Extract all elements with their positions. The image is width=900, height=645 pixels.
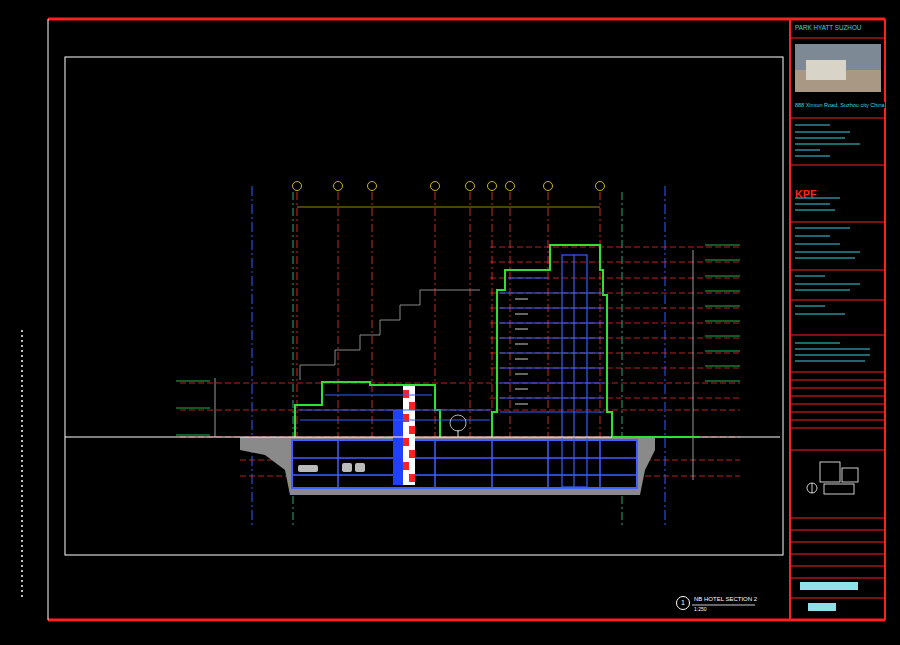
firm-logo-cell: KPF (793, 187, 882, 211)
section-callout: 1 (676, 596, 690, 610)
dimension-line (215, 378, 216, 437)
title-underline (692, 605, 755, 606)
drawing-frame (65, 57, 783, 555)
title-block-lines (790, 38, 885, 598)
node-heading: PARK HYATT SUZHOU (790, 19, 885, 32)
title-stamp (800, 582, 858, 590)
sheet-border (48, 18, 885, 21)
landscape-line (612, 436, 700, 438)
tree-symbol (450, 415, 466, 437)
callout-number: 1 (681, 599, 685, 607)
title-block: PARK HYATT SUZHOU KPF (790, 19, 885, 620)
section-title: NB HOTEL SECTION 2 (694, 596, 757, 603)
title-stamp (808, 603, 836, 611)
tower-outline (492, 245, 612, 437)
sheet-border (48, 19, 49, 620)
margin-note (21, 330, 23, 600)
earth-hatch (240, 437, 655, 495)
room-tag (515, 299, 528, 404)
ground-line (65, 437, 780, 438)
grid-line (297, 192, 600, 440)
key-plan (807, 462, 858, 494)
dimension-line (693, 250, 694, 480)
scale-text: 1:250 (694, 607, 707, 613)
car-symbol (298, 463, 365, 472)
grid-bubble (293, 182, 605, 191)
dimension-line (297, 207, 600, 208)
title-block-notes (795, 125, 870, 361)
core-column (393, 385, 415, 485)
level-marker (176, 245, 740, 435)
sheet-border (48, 619, 885, 622)
basement-rooms (292, 440, 637, 488)
basement-outline (292, 440, 637, 488)
rendering-image (795, 44, 881, 92)
massing-outline (300, 290, 480, 380)
grid-line (252, 186, 665, 525)
address-text: 888 Xinxun Road, Suzhou city China (795, 102, 885, 108)
node-heading: KPF (793, 187, 882, 201)
rendering-image (806, 60, 846, 80)
tower-core (562, 255, 587, 487)
tower-floors (500, 278, 604, 412)
